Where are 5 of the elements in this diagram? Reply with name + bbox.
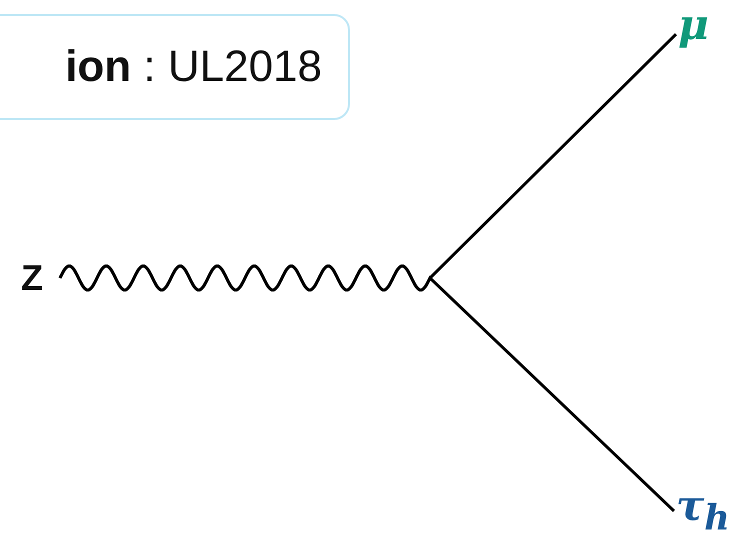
info-box: ion : UL2018 xyxy=(0,14,350,120)
particle-label: Z xyxy=(12,255,52,301)
particle-label: τ$_{h}$ xyxy=(676,478,742,544)
propagator-line xyxy=(58,264,676,512)
particle-label: μ xyxy=(678,2,728,48)
